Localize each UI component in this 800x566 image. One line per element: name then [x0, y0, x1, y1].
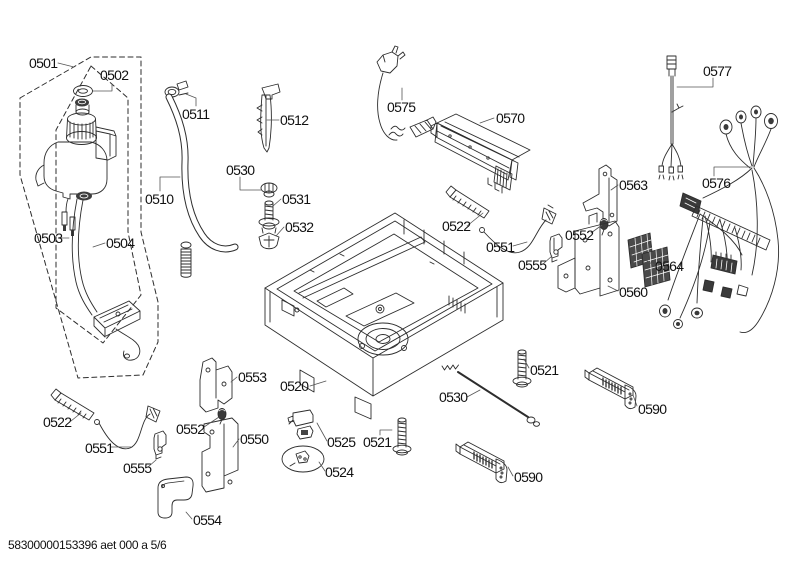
part-0554-molding [157, 476, 194, 519]
part-0512-rail [256, 83, 281, 153]
part-0522-strip-left [50, 388, 95, 421]
part-0575-power-cord [376, 45, 437, 141]
part-0524-disc [281, 445, 325, 473]
part-0590-rack-bottom [455, 441, 508, 484]
part-0564-grid [627, 232, 671, 288]
part-0552-clip-right [599, 218, 609, 236]
part-0560-bracket [557, 212, 620, 297]
part-0530-rod [441, 364, 540, 427]
part-0520-base-assembly [264, 212, 504, 420]
dashed-group-boxes [19, 56, 159, 379]
part-0530-cap [260, 182, 278, 198]
part-0551-cable-left [94, 405, 161, 450]
part-0577-wire [658, 55, 684, 181]
part-0532-clip [258, 227, 280, 250]
part-0563-bracket [582, 164, 618, 227]
part-0522-strip-right [445, 185, 490, 219]
part-0521-screw-right [512, 349, 532, 388]
part-0531-screw [258, 200, 280, 230]
part-0576-wiring-harness [659, 105, 779, 333]
part-0590-rack [584, 367, 637, 410]
leader-lines [57, 62, 752, 520]
document-code: 58300000153396 aet 000 a 5/6 [8, 538, 167, 552]
part-0551-cable-right [479, 204, 557, 254]
part-0555-bracket-left [153, 430, 167, 460]
part-0553-bracket [199, 357, 233, 413]
part-0552-clip-left [217, 408, 227, 425]
part-0510-drain-hose [165, 93, 239, 278]
part-0555-bracket-right [549, 233, 563, 263]
part-0550-bracket [201, 417, 239, 493]
part-0525-fittings [287, 409, 314, 440]
part-0521-screw [392, 417, 412, 456]
part-0570-control-module [430, 113, 531, 194]
part-0501-valve-assembly [35, 85, 141, 361]
